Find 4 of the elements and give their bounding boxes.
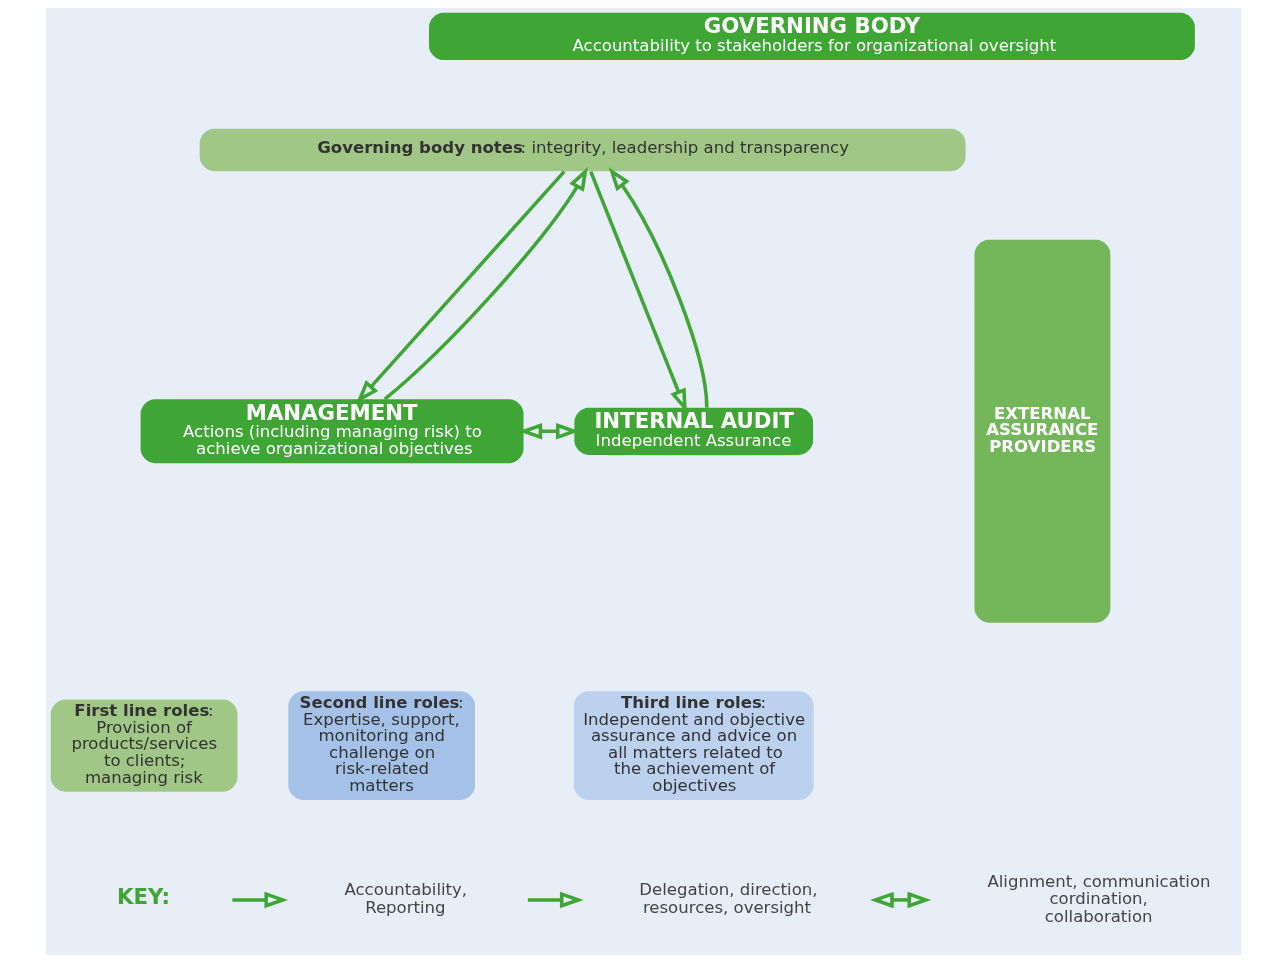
label: KEY: [116,883,170,909]
legend-label: Alignment, communication cordination, collaboration [987,871,1211,927]
legend-label: Delegation, direction, resources, oversight [639,880,818,918]
legend-label: Accountability, Reporting [344,880,468,918]
